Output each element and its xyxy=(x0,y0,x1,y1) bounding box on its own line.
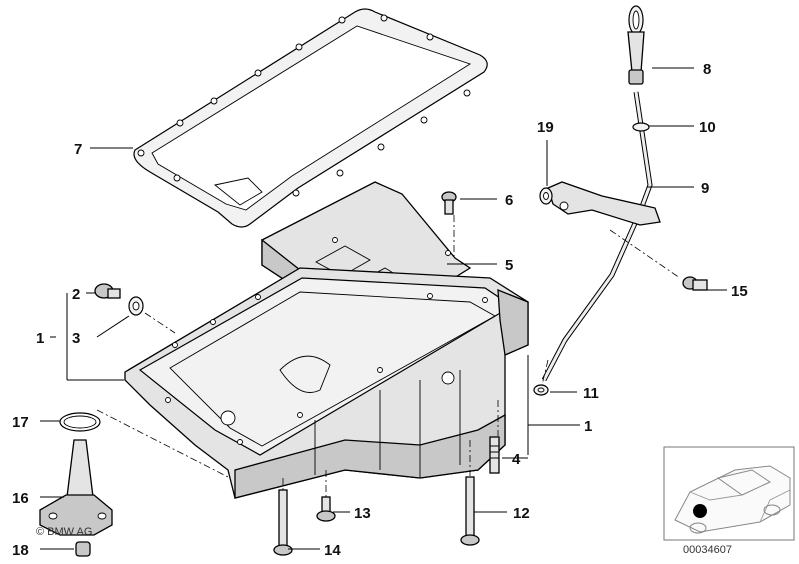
callout-17[interactable]: 17 xyxy=(12,414,29,431)
callout-15[interactable]: 15 xyxy=(731,283,748,300)
sensor-plug[interactable] xyxy=(75,541,91,557)
dipstick-guide-tube[interactable] xyxy=(541,91,661,382)
callout-8[interactable]: 8 xyxy=(703,61,711,78)
oil-dipstick[interactable] xyxy=(627,5,645,85)
callout-1-left[interactable]: 1 xyxy=(36,330,44,347)
location-marker-icon xyxy=(693,504,707,518)
callout-11[interactable]: 11 xyxy=(583,385,599,402)
bolt-long-12[interactable] xyxy=(460,476,480,546)
oil-pan-gasket[interactable] xyxy=(133,8,488,228)
callout-18[interactable]: 18 xyxy=(12,542,29,559)
callout-10[interactable]: 10 xyxy=(699,119,716,136)
sensor-o-ring[interactable] xyxy=(59,412,101,432)
drain-plug[interactable] xyxy=(94,283,121,299)
callout-7[interactable]: 7 xyxy=(74,141,82,158)
dipstick-o-ring[interactable] xyxy=(632,122,650,132)
callout-13[interactable]: 13 xyxy=(354,505,371,522)
callout-2[interactable]: 2 xyxy=(72,286,80,303)
callout-9[interactable]: 9 xyxy=(701,180,709,197)
callout-4[interactable]: 4 xyxy=(512,451,521,468)
vehicle-location-inset xyxy=(663,446,795,541)
callout-14[interactable]: 14 xyxy=(324,542,341,559)
washer[interactable] xyxy=(539,187,553,205)
diagram-number: 00034607 xyxy=(683,544,732,556)
stud-bolt[interactable] xyxy=(489,436,500,474)
bolt-long-14[interactable] xyxy=(273,489,293,556)
callout-labels: 7 8 10 9 19 6 5 15 11 1 4 12 13 14 2 1 3… xyxy=(12,61,748,559)
drain-plug-seal[interactable] xyxy=(128,296,144,316)
bolt-short-13[interactable] xyxy=(316,496,336,522)
bolt-baffle[interactable] xyxy=(441,191,457,215)
bolt-bracket[interactable] xyxy=(682,276,708,291)
tube-seal[interactable] xyxy=(533,384,549,396)
callout-5[interactable]: 5 xyxy=(505,257,513,274)
oil-level-sensor[interactable] xyxy=(39,439,113,536)
callout-16[interactable]: 16 xyxy=(12,490,29,507)
callout-3[interactable]: 3 xyxy=(72,330,80,347)
callout-6[interactable]: 6 xyxy=(505,192,513,209)
leader-lines xyxy=(40,67,727,550)
callout-12[interactable]: 12 xyxy=(513,505,530,522)
callout-1-right[interactable]: 1 xyxy=(584,418,592,435)
callout-19[interactable]: 19 xyxy=(537,119,554,136)
oil-pan[interactable] xyxy=(124,267,529,499)
copyright-text: © BMW AG xyxy=(36,526,92,538)
